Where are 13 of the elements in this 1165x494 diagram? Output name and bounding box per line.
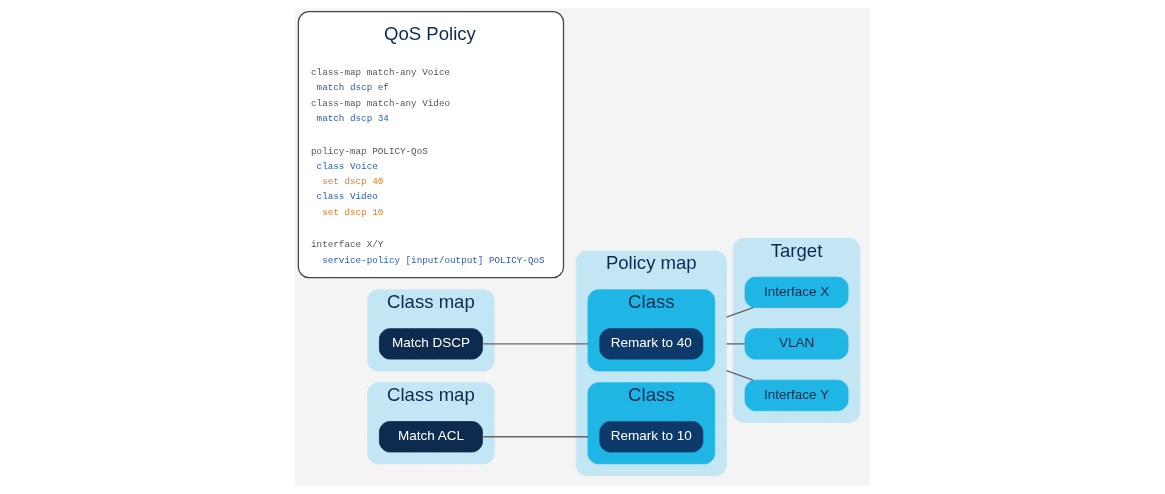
node-box: QoS Policy class-map match-any Voice match dscp ef class-map match-any Video match dscp 34 policy-map POLICY-QoS class Voice set dscp 40 class Video set dscp 10 interface X/Y service-policy [input/output] POLICY-QoS — [297, 11, 565, 279]
node-box: VLAN — [744, 328, 849, 360]
node-box: Interface X — [744, 276, 849, 308]
node-box: Interface Y — [744, 379, 849, 411]
node-box: Remark to 10 — [599, 421, 704, 453]
node-box: Match ACL — [379, 421, 483, 453]
connector — [725, 306, 754, 318]
node-box: Remark to 40 — [599, 328, 704, 360]
connector — [481, 343, 589, 345]
connector — [725, 343, 746, 345]
connector — [481, 436, 589, 438]
connector — [725, 369, 754, 381]
node-box: Match DSCP — [379, 328, 483, 360]
